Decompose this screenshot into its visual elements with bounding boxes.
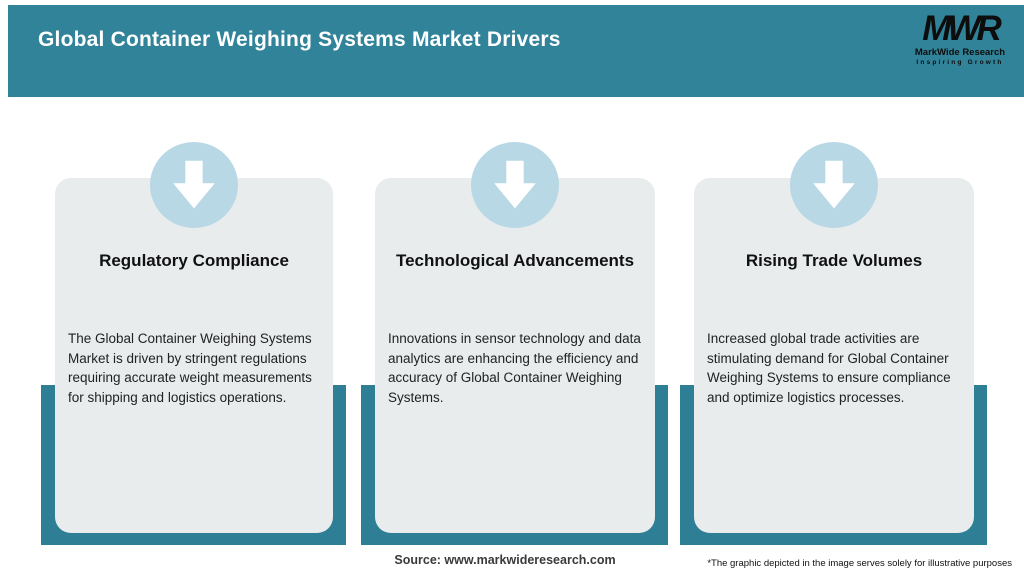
card-title: Technological Advancements — [395, 251, 635, 270]
card-title: Regulatory Compliance — [99, 251, 289, 270]
down-arrow-icon — [149, 142, 238, 228]
logo-acronym: MWR — [922, 9, 1001, 48]
markwide-research-logo: MWR MarkWide Research Inspiring Growth — [908, 11, 1012, 66]
logo-tagline: Inspiring Growth — [916, 58, 1004, 66]
page-title: Global Container Weighing Systems Market… — [38, 28, 561, 51]
card-body-text: Innovations in sensor technology and dat… — [388, 331, 641, 405]
card-title: Rising Trade Volumes — [745, 251, 923, 270]
driver-card-rising-trade-volumes: Rising Trade Volumes Increased global tr… — [680, 0, 987, 576]
card-surface — [375, 178, 655, 533]
down-arrow-icon — [789, 142, 878, 228]
down-arrow-icon — [470, 142, 559, 228]
driver-card-regulatory-compliance: Regulatory Compliance The Global Contain… — [41, 0, 346, 576]
card-surface — [55, 178, 333, 533]
source-attribution: Source: www.markwideresearch.com — [394, 553, 616, 567]
logo-name: MarkWide Research — [914, 47, 1006, 58]
disclaimer-note: *The graphic depicted in the image serve… — [707, 558, 1012, 569]
card-surface — [694, 178, 974, 533]
card-body-text: Increased global trade activities are st… — [707, 331, 951, 405]
header-banner: Global Container Weighing Systems Market… — [8, 5, 1024, 97]
driver-card-technological-advancements: Technological Advancements Innovations i… — [361, 0, 668, 576]
card-body-text: The Global Container Weighing Systems Ma… — [68, 331, 312, 405]
